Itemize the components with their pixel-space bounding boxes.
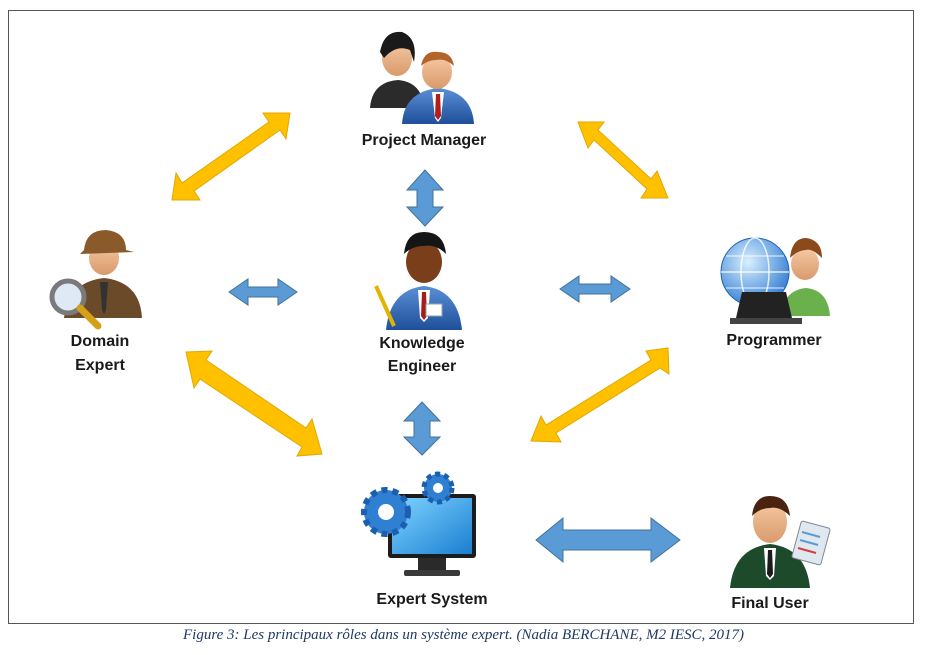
final-user-label: Final User xyxy=(731,595,808,612)
blue-arrow-ke-programmer xyxy=(559,275,631,303)
domain-expert-label-line1: Domain xyxy=(71,333,130,350)
blue-arrow-expertsystem-user xyxy=(535,516,681,564)
gold-arrow-pm-domain xyxy=(171,112,291,201)
final-user-icon xyxy=(730,496,831,588)
knowledge-engineer-label-line1: Knowledge xyxy=(379,335,464,352)
blue-arrow-domain-ke xyxy=(228,278,298,306)
expert-system-label: Expert System xyxy=(376,591,487,608)
project-manager-icon xyxy=(370,31,474,124)
blue-arrow-pm-ke xyxy=(405,169,445,227)
knowledge-engineer-icon xyxy=(374,232,462,330)
gold-arrow-programmer-expertsystem xyxy=(530,347,670,443)
blue-arrow-ke-expertsystem xyxy=(402,401,442,456)
gold-arrow-pm-programmer xyxy=(577,121,669,199)
gold-arrow-domain-expertsystem xyxy=(185,350,323,457)
project-manager-label: Project Manager xyxy=(362,132,486,149)
expert-system-icon xyxy=(361,471,476,576)
programmer-icon xyxy=(720,237,830,324)
knowledge-engineer-label-line2: Engineer xyxy=(388,358,456,375)
domain-expert-label-line2: Expert xyxy=(75,357,125,374)
figure-caption: Figure 3: Les principaux rôles dans un s… xyxy=(182,627,745,643)
domain-expert-icon xyxy=(49,230,142,330)
programmer-label: Programmer xyxy=(726,332,821,349)
